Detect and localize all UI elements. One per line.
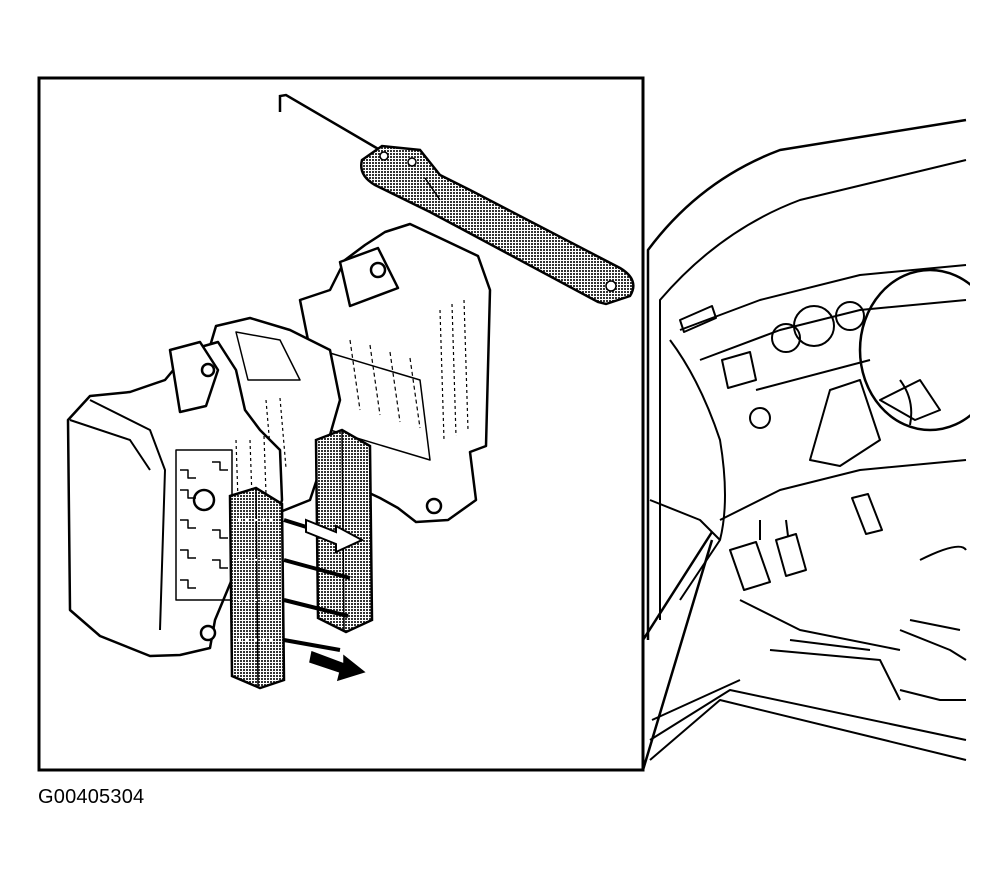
accelerator-pedal-icon xyxy=(775,533,807,577)
car-interior xyxy=(646,118,970,761)
vent-icon xyxy=(679,305,717,333)
leader-lines xyxy=(641,531,714,771)
fuse-relay-box xyxy=(66,222,492,658)
front-module-body xyxy=(66,340,284,658)
gauge-right-icon xyxy=(835,301,865,331)
arrow-upper-icon xyxy=(305,518,365,554)
gauge-center-icon xyxy=(793,305,835,347)
tool-wire-hook xyxy=(278,93,381,152)
removal-tool xyxy=(278,93,635,306)
pull-arrows xyxy=(305,518,366,682)
gauge-left-icon xyxy=(771,323,801,353)
arrow-lower-icon xyxy=(309,650,366,682)
detail-inset xyxy=(37,76,645,772)
brake-pedal-icon xyxy=(729,541,771,591)
steering-wheel-icon xyxy=(858,268,970,432)
ignition-icon xyxy=(749,407,771,429)
connector-front xyxy=(228,486,286,690)
figure-id-label: G00405304 xyxy=(38,786,145,808)
